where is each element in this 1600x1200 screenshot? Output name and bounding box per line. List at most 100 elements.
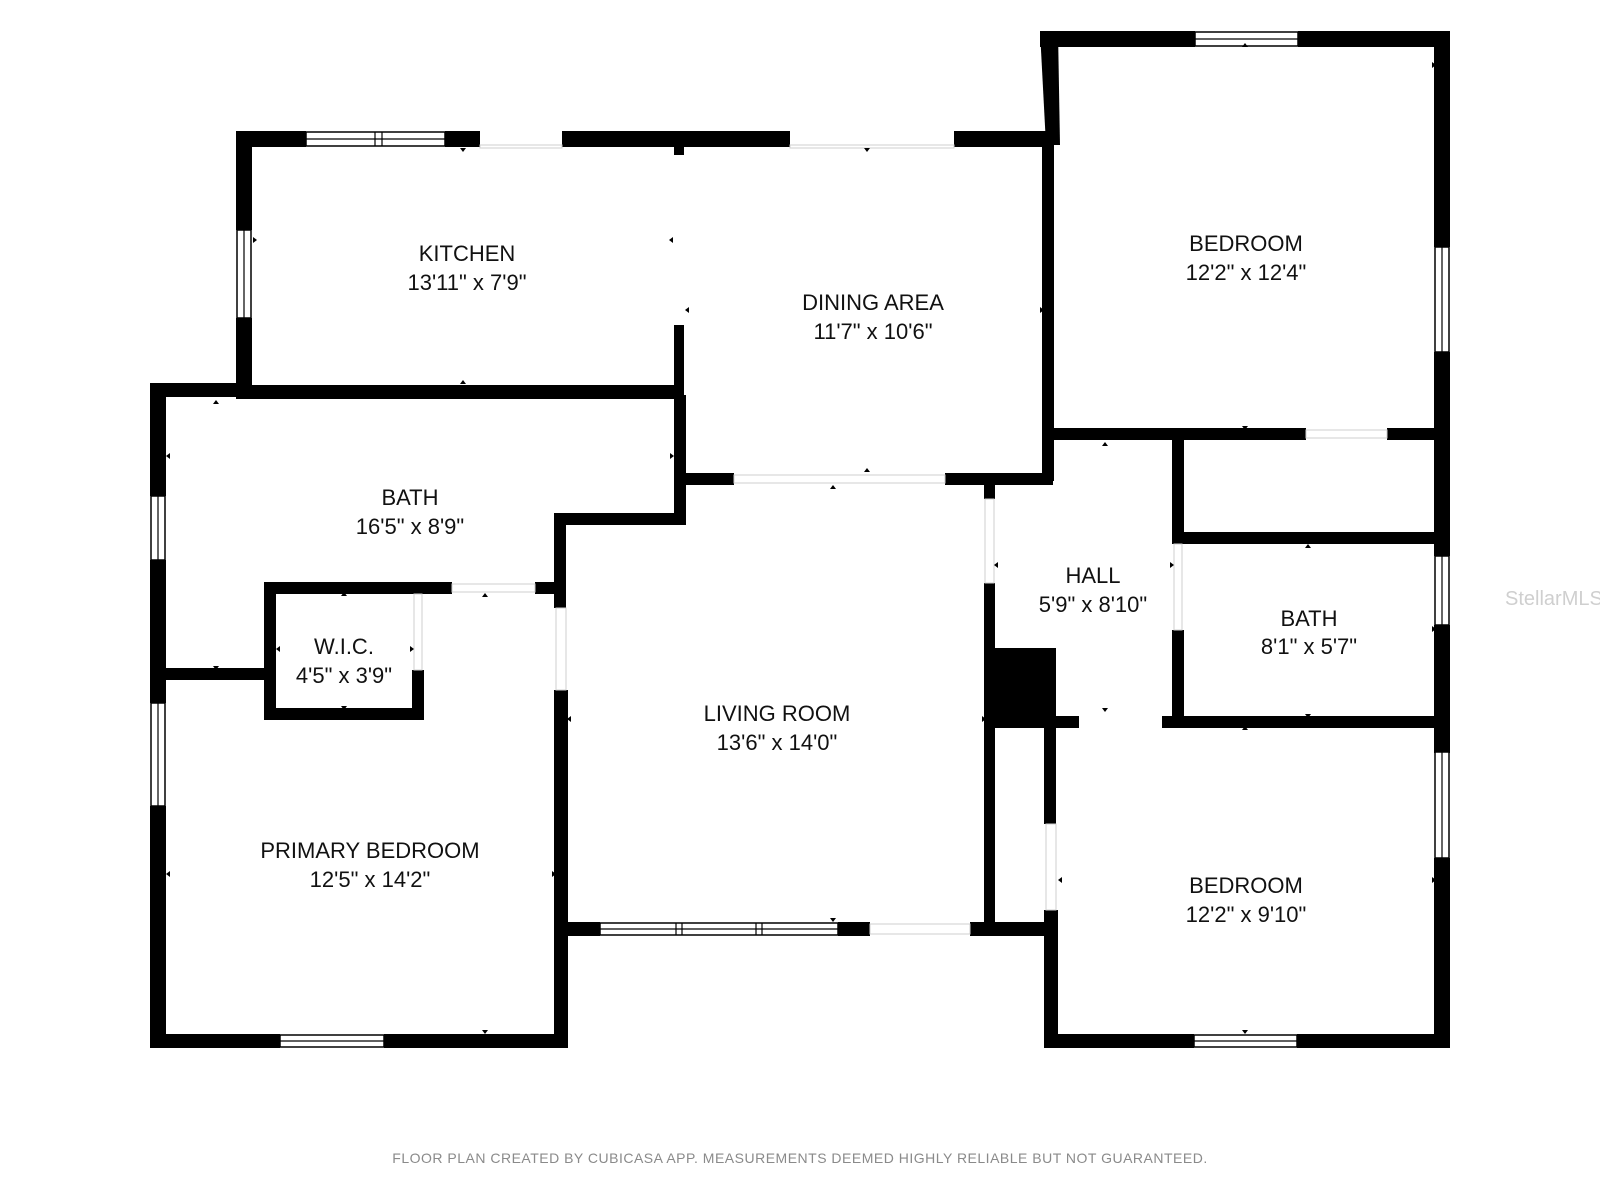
marker — [213, 666, 219, 670]
opening-bath-small — [1173, 543, 1183, 631]
opening-kitchen-top — [479, 144, 563, 149]
marker — [166, 871, 170, 877]
room-dims-living: 13'6" x 14'0" — [717, 730, 838, 755]
room-bath-main: BATH 16'5" x 8'9" — [356, 485, 464, 539]
room-dims-bedroom-se: 12'2" x 9'10" — [1186, 902, 1307, 927]
marker — [864, 148, 870, 152]
wall-bedroom-se-right-upper — [1434, 716, 1450, 752]
wall-living-bottom-mid — [838, 922, 870, 936]
wall-bedroom-se-bottom-left — [1044, 1034, 1194, 1048]
room-name-living: LIVING ROOM — [704, 701, 851, 726]
marker — [982, 716, 986, 722]
wall-bedroom-ne-right-lower — [1434, 352, 1450, 552]
wall-hall-left-lower — [984, 583, 995, 935]
room-name-kitchen: KITCHEN — [419, 241, 516, 266]
window-kitchen-left — [236, 229, 252, 319]
wall-wic-left — [264, 582, 276, 720]
room-dims-primary: 12'5" x 14'2" — [310, 867, 431, 892]
room-dims-kitchen: 13'11" x 7'9" — [407, 270, 526, 295]
wall-dining-right — [1042, 131, 1054, 481]
wall-kitchen-top-left — [236, 131, 306, 147]
marker — [410, 646, 414, 652]
marker — [1305, 714, 1311, 718]
wall-primary-bottom-left — [150, 1034, 280, 1048]
wall-hall-block — [984, 648, 1056, 726]
window-primary-bottom — [279, 1034, 385, 1048]
opening-dining-living — [733, 474, 946, 484]
wall-living-bottom-left — [554, 922, 600, 936]
marker — [994, 562, 998, 568]
room-name-primary: PRIMARY BEDROOM — [260, 838, 479, 863]
room-dims-bath-small: 8'1" x 5'7" — [1261, 634, 1357, 659]
room-dims-dining: 11'7" x 10'6" — [813, 319, 932, 344]
marker — [1432, 62, 1436, 68]
room-name-bedroom-ne: BEDROOM — [1189, 231, 1303, 256]
marker — [1040, 307, 1044, 313]
wall-wic-right-lower — [412, 670, 424, 720]
marker — [1170, 562, 1174, 568]
openings — [413, 144, 1388, 935]
wall-hall-bottom-left — [984, 716, 1079, 728]
wall-bath-left-upper — [150, 383, 166, 496]
room-dims-bedroom-ne: 12'2" x 12'4" — [1186, 260, 1307, 285]
marker — [1058, 877, 1062, 883]
wall-bedroom-se-left — [1044, 910, 1058, 1048]
opening-living-bottom — [869, 923, 971, 935]
wall-primary-left-lower — [150, 806, 166, 1048]
marker — [460, 148, 466, 152]
wall-wic-top — [264, 582, 452, 594]
marker — [830, 918, 836, 922]
wall-hall-left-upper — [984, 485, 995, 499]
wall-closet-left — [1172, 436, 1184, 544]
wall-living-bottom-right — [970, 922, 995, 936]
window-bedroom-se-bottom — [1193, 1034, 1298, 1048]
wall-bedroom-ne-bottom-right — [1387, 428, 1450, 440]
opening-bedroom-se — [1045, 823, 1057, 911]
room-name-wic: W.I.C. — [314, 634, 374, 659]
room-hall: HALL 5'9" x 8'10" — [1039, 563, 1147, 617]
window-bedroom-se-right — [1434, 751, 1450, 859]
wall-closet-bottom — [1172, 532, 1450, 544]
marker — [1053, 62, 1057, 68]
room-name-hall: HALL — [1065, 563, 1120, 588]
wall-bath-small-left-lower — [1172, 630, 1184, 720]
opening-closet — [1305, 429, 1388, 439]
opening-wic-right — [413, 593, 423, 671]
room-name-bath-main: BATH — [381, 485, 438, 510]
marker — [552, 871, 556, 877]
room-dims-hall: 5'9" x 8'10" — [1039, 592, 1147, 617]
window-bedroom-ne-top — [1194, 31, 1299, 47]
wall-bedroom-ne-bottom-left — [1042, 428, 1306, 440]
wall-kitchen-left-lower — [236, 318, 252, 394]
wall-kitchen-bottom — [236, 385, 683, 399]
opening-primary-living — [555, 607, 567, 691]
wall-bath-small-bottom — [1162, 716, 1450, 728]
marker — [1432, 626, 1436, 632]
wall-bedroom-ne-top-right — [1298, 31, 1450, 47]
room-kitchen: KITCHEN 13'11" x 7'9" — [407, 241, 526, 295]
wall-bedroom-ne-left — [1040, 31, 1060, 145]
walls — [150, 31, 1450, 1048]
marker — [1102, 708, 1108, 712]
room-primary: PRIMARY BEDROOM 12'5" x 14'2" — [260, 838, 479, 892]
wall-kitchen-dining-divider — [674, 131, 684, 155]
window-bath-small-right — [1434, 555, 1450, 626]
wall-dining-bottom-left — [684, 473, 734, 485]
windows — [150, 31, 1450, 1048]
room-name-dining: DINING AREA — [802, 290, 944, 315]
wall-bath-right-upper — [674, 395, 686, 525]
marker — [341, 592, 347, 596]
dimension-markers — [166, 43, 1436, 1034]
marker — [1432, 877, 1436, 883]
wall-dining-bottom-right — [945, 473, 1053, 485]
window-living-bottom — [599, 922, 839, 936]
marker — [670, 453, 674, 459]
wall-primary-right — [554, 690, 568, 1048]
marker — [341, 706, 347, 710]
marker — [482, 593, 488, 597]
wall-wic-bottom — [264, 708, 424, 720]
window-bath-left — [150, 495, 166, 561]
marker — [1305, 544, 1311, 548]
room-dims-bath-main: 16'5" x 8'9" — [356, 514, 464, 539]
